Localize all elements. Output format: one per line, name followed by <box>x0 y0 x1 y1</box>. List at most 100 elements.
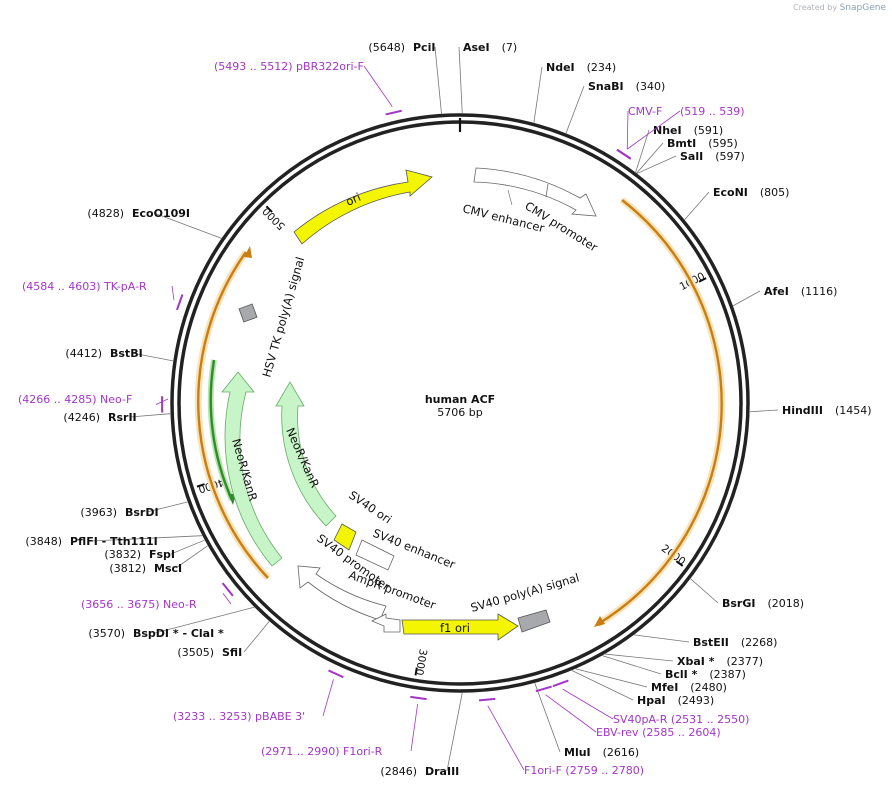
enzyme-position: (2480) <box>690 681 727 694</box>
enzyme-position: (2377) <box>726 655 763 668</box>
primer-label[interactable]: (4584 .. 4603) TK-pA-R <box>22 280 147 293</box>
primer-label[interactable]: (4266 .. 4285) Neo-F <box>18 393 132 406</box>
enzyme-name[interactable]: HindIII <box>782 404 823 417</box>
enzyme-name[interactable]: PciI <box>413 41 435 54</box>
enzyme-name[interactable]: SfiI <box>222 646 242 659</box>
enzyme-leader <box>91 535 203 542</box>
enzyme-name[interactable]: EcoO109I <box>132 207 190 220</box>
plasmid-name: human ACF <box>425 393 495 406</box>
enzyme-name[interactable]: SnaBI <box>588 80 624 93</box>
primer-label[interactable]: (519 .. 539) <box>680 105 745 118</box>
tick-mark <box>414 667 418 676</box>
enzyme-name[interactable]: NheI <box>653 124 682 137</box>
primer-marker <box>385 109 402 116</box>
snapgene-credit: Created by SnapGene <box>793 3 886 13</box>
sv40-ori-feature <box>333 523 357 551</box>
enzyme-leader <box>129 413 171 418</box>
enzyme-leader <box>571 670 634 701</box>
enzyme-name[interactable]: RsrII <box>108 411 137 424</box>
plasmid-length: 5706 bp <box>437 406 482 419</box>
primer-leader <box>322 679 334 717</box>
primer-leader <box>626 110 629 150</box>
primer-marker <box>616 148 632 160</box>
primer-label[interactable]: CMV-F <box>628 105 662 118</box>
enzyme-position: (597) <box>715 150 745 163</box>
enzyme-leader <box>153 212 222 239</box>
enzyme-position: (2018) <box>767 597 804 610</box>
enzyme-position: (340) <box>636 80 666 93</box>
primer-label[interactable]: (5493 .. 5512) pBR322ori-F <box>214 60 364 73</box>
enzyme-position: (3570) <box>88 627 125 640</box>
enzyme-name[interactable]: FspI <box>149 548 175 561</box>
enzyme-position: (2616) <box>603 746 640 759</box>
enzyme-name[interactable]: MscI <box>154 562 182 575</box>
enzyme-position: (2387) <box>709 668 746 681</box>
primer-label[interactable]: SV40pA-R (2531 .. 2550) <box>613 713 749 726</box>
primer-marker <box>328 669 344 679</box>
primer-label[interactable]: F1ori-F (2759 .. 2780) <box>524 764 644 777</box>
backbone-outer-strand <box>170 113 750 693</box>
f1-ori-label: f1 ori <box>440 621 470 635</box>
enzyme-leader <box>458 46 463 114</box>
enzyme-leader <box>434 46 442 114</box>
primer-leader <box>410 703 419 752</box>
primer-label[interactable]: (3233 .. 3253) pBABE 3' <box>173 710 305 723</box>
enzyme-leader <box>602 655 662 675</box>
tick-mark <box>698 277 707 283</box>
enzyme-leader <box>733 290 761 307</box>
enzyme-name[interactable]: XbaI * <box>677 655 715 668</box>
primer-leader <box>171 285 175 301</box>
enzyme-name[interactable]: BsrGI <box>722 597 755 610</box>
cmv-feature <box>473 167 597 217</box>
enzyme-name[interactable]: HpaI <box>637 694 666 707</box>
credit-text: Created by <box>793 3 838 12</box>
enzyme-name[interactable]: MfeI <box>651 681 678 694</box>
enzyme-name[interactable]: EcoNI <box>713 186 748 199</box>
enzyme-position: (3832) <box>104 548 141 561</box>
enzyme-leader <box>146 501 188 513</box>
enzyme-name[interactable]: BstEII <box>693 636 729 649</box>
ori-feature <box>293 169 433 245</box>
enzyme-leader <box>749 409 779 413</box>
enzyme-position: (805) <box>760 186 790 199</box>
primer-label[interactable]: EBV-rev (2585 .. 2604) <box>596 726 721 739</box>
enzyme-position: (5648) <box>368 41 405 54</box>
primer-leader <box>155 398 169 405</box>
enzyme-position: (2268) <box>741 636 778 649</box>
enzyme-position: (7) <box>502 41 518 54</box>
primer-leader <box>562 688 614 720</box>
orf-arcs <box>194 197 726 627</box>
primer-label[interactable]: (2971 .. 2990) F1ori-R <box>261 745 383 758</box>
enzyme-position: (3812) <box>109 562 146 575</box>
enzyme-sites: (5648) PciI AseI (7) NdeI (234) SnaBI (340) NheI… <box>25 41 871 778</box>
primer-marker <box>552 679 569 688</box>
enzyme-name[interactable]: AseI <box>463 41 490 54</box>
orf-arc-left-arrowhead <box>244 246 252 258</box>
primer-marker <box>175 294 184 311</box>
cmv-enhancer-leader <box>507 189 513 206</box>
enzyme-name[interactable]: BstBI <box>110 347 143 360</box>
enzyme-leader <box>154 606 255 634</box>
enzyme-position: (234) <box>587 61 617 74</box>
enzyme-leader <box>131 352 174 362</box>
enzyme-name[interactable]: NdeI <box>546 61 575 74</box>
enzyme-name[interactable]: BclI * <box>665 668 698 681</box>
enzyme-name[interactable]: BmtI <box>667 137 696 150</box>
primer-marker <box>410 695 427 701</box>
enzyme-leader <box>605 653 674 662</box>
snapgene-logo: SnapGene <box>839 3 886 13</box>
enzyme-name[interactable]: BsrDI <box>125 506 159 519</box>
enzyme-name[interactable]: SalI <box>680 150 703 163</box>
enzyme-leader <box>637 155 677 174</box>
primer-label[interactable]: (3656 .. 3675) Neo-R <box>81 598 197 611</box>
enzyme-name[interactable]: DraIII <box>425 765 459 778</box>
primer-marker <box>221 582 234 597</box>
enzyme-position: (3505) <box>177 646 214 659</box>
enzyme-name[interactable]: AfeI <box>764 285 789 298</box>
tick-label: 5000 <box>260 205 287 232</box>
enzyme-name[interactable]: MluI <box>564 746 591 759</box>
green-arc <box>209 359 234 501</box>
enzyme-name[interactable]: PflFI - Tth111I <box>70 535 158 548</box>
enzyme-name[interactable]: BspDI * - ClaI * <box>133 627 224 640</box>
orf-arc-right-arrowhead <box>594 616 605 627</box>
